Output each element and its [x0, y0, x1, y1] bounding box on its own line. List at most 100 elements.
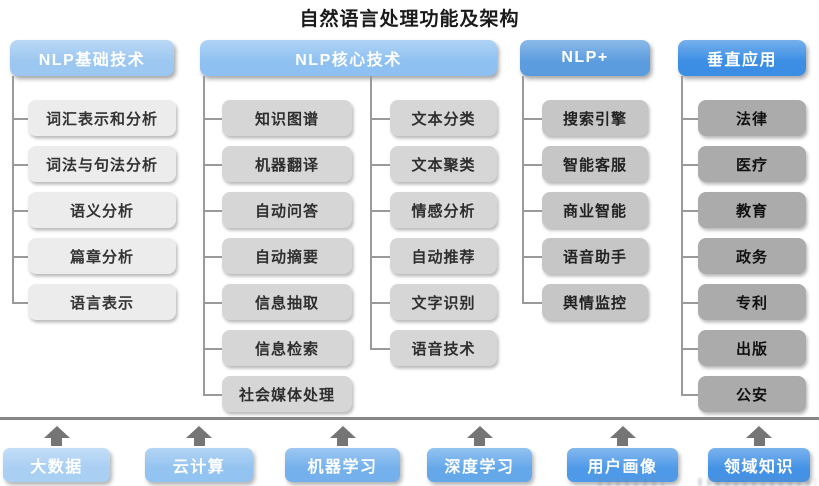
connector-tick	[522, 256, 542, 258]
connector-tick	[203, 164, 222, 166]
connector-tick	[681, 118, 698, 120]
foundation-box: 云计算	[145, 448, 253, 482]
up-arrow-stem	[753, 438, 765, 446]
up-arrow-icon	[329, 426, 356, 446]
up-arrow-stem	[337, 438, 348, 446]
column-header-3: NLP+	[520, 40, 650, 76]
page-title: 自然语言处理功能及架构	[299, 9, 520, 30]
connector-tick	[681, 256, 698, 258]
connector-vline	[681, 76, 683, 394]
connector-tick	[681, 348, 698, 350]
connector-tick	[12, 118, 28, 120]
node-box: 社会媒体处理	[222, 376, 352, 412]
node-box: 智能客服	[542, 146, 648, 182]
up-arrow-stem	[193, 438, 205, 446]
connector-tick	[203, 210, 222, 212]
node-box: 自动推荐	[390, 238, 497, 274]
connector-tick	[203, 118, 222, 120]
node-box: 自动摘要	[222, 238, 352, 274]
connector-tick	[203, 256, 222, 258]
connector-tick	[370, 164, 390, 166]
connector-tick	[370, 348, 390, 350]
node-box: 信息抽取	[222, 284, 352, 320]
connector-tick	[522, 118, 542, 120]
foundation-box: 用户画像	[567, 448, 678, 482]
node-box: 公安	[698, 376, 806, 412]
node-box: 出版	[698, 330, 806, 366]
up-arrow-icon	[609, 426, 636, 446]
node-box: 商业智能	[542, 192, 648, 228]
watermark-remnant	[598, 478, 664, 486]
up-arrow-head	[186, 426, 212, 438]
connector-tick	[203, 302, 222, 304]
node-box: 文本聚类	[390, 146, 497, 182]
connector-tick	[12, 164, 28, 166]
node-box: 信息检索	[222, 330, 352, 366]
node-box: 篇章分析	[28, 238, 176, 274]
node-box: 舆情监控	[542, 284, 648, 320]
node-box: 词汇表示和分析	[28, 100, 176, 136]
connector-tick	[370, 302, 390, 304]
separator-line	[0, 417, 819, 420]
connector-tick	[681, 302, 698, 304]
up-arrow-head	[746, 426, 772, 438]
connector-tick	[203, 348, 222, 350]
node-box: 语音技术	[390, 330, 497, 366]
node-box: 词法与句法分析	[28, 146, 176, 182]
node-box: 文字识别	[390, 284, 497, 320]
connector-tick	[522, 302, 542, 304]
up-arrow-head	[329, 426, 356, 438]
node-box: 文本分类	[390, 100, 497, 136]
node-box: 搜索引擎	[542, 100, 648, 136]
connector-tick	[522, 164, 542, 166]
up-arrow-head	[609, 426, 636, 438]
foundation-box: 深度学习	[427, 448, 532, 482]
connector-tick	[681, 394, 698, 396]
column-header-4: 垂直应用	[678, 40, 806, 76]
connector-tick	[12, 302, 28, 304]
node-box: 医疗	[698, 146, 806, 182]
connector-vline	[370, 76, 372, 348]
column-2: NLP核心技术知识图谱机器翻译自动问答自动摘要信息抽取信息检索社会媒体处理 文本分…	[200, 40, 497, 416]
up-arrow-head	[466, 426, 493, 438]
connector-tick	[370, 256, 390, 258]
connector-tick	[681, 164, 698, 166]
up-arrow-icon	[746, 426, 772, 446]
node-box: 语音助手	[542, 238, 648, 274]
up-arrow-head	[43, 426, 70, 438]
connector-vline	[203, 76, 205, 394]
node-box: 教育	[698, 192, 806, 228]
node-box: 情感分析	[390, 192, 497, 228]
column-4: 垂直应用法律医疗教育政务专利出版公安	[678, 40, 806, 416]
connector-tick	[12, 210, 28, 212]
up-arrow-icon	[186, 426, 212, 446]
node-box: 机器翻译	[222, 146, 352, 182]
up-arrow-stem	[474, 438, 485, 446]
node-box: 自动问答	[222, 192, 352, 228]
connector-vline	[12, 76, 14, 302]
node-box: 政务	[698, 238, 806, 274]
foundation-box: 领域知识	[708, 448, 810, 482]
connector-tick	[12, 256, 28, 258]
node-box: 专利	[698, 284, 806, 320]
node-box: 语言表示	[28, 284, 176, 320]
node-box: 法律	[698, 100, 806, 136]
connector-tick	[522, 210, 542, 212]
node-box: 语义分析	[28, 192, 176, 228]
column-1: NLP基础技术词汇表示和分析词法与句法分析语义分析篇章分析语言表示	[10, 40, 176, 416]
column-header-2: NLP核心技术	[200, 40, 497, 76]
foundation-box: 机器学习	[285, 448, 400, 482]
foundation-box: 大数据	[3, 448, 110, 482]
watermark-remnant	[698, 478, 816, 486]
up-arrow-icon	[43, 426, 70, 446]
column-header-1: NLP基础技术	[10, 40, 174, 76]
connector-tick	[370, 210, 390, 212]
node-box: 知识图谱	[222, 100, 352, 136]
connector-vline	[522, 76, 524, 302]
connector-tick	[203, 394, 222, 396]
column-3: NLP+ 搜索引擎智能客服商业智能语音助手舆情监控	[520, 40, 650, 416]
connector-tick	[681, 210, 698, 212]
up-arrow-icon	[466, 426, 493, 446]
